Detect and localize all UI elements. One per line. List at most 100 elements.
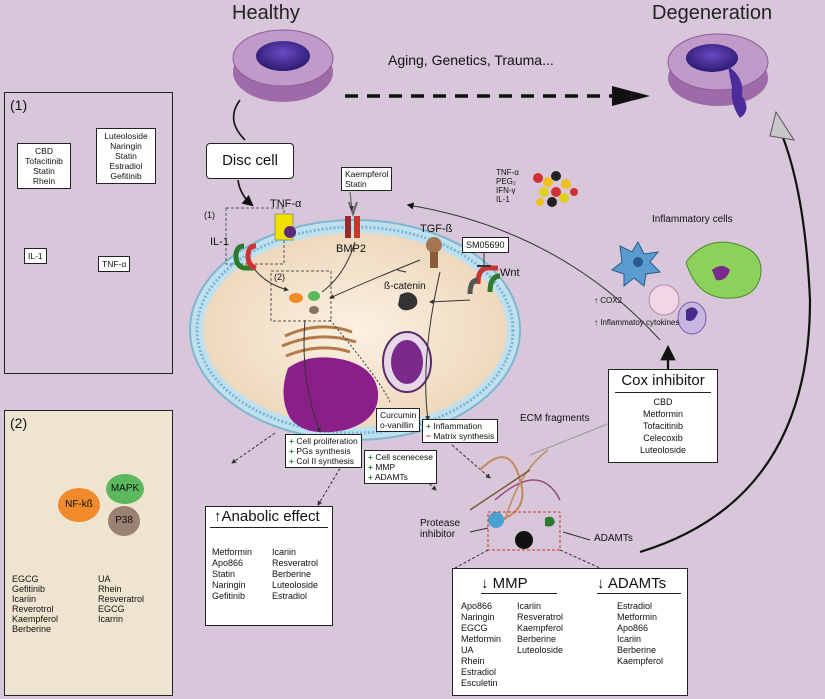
drug-item: Esculetin [461, 678, 498, 688]
effect-item: − Matrix synthesis [426, 431, 495, 441]
cytokine-item: TNF-α [496, 168, 519, 177]
drug-item: Icariin [272, 547, 297, 557]
drug-item: Metformin [617, 612, 658, 622]
cytokine-cluster-icon [533, 171, 578, 207]
cox2-label: ↑ COX2 [594, 296, 623, 305]
tgfb-receptor-icon [426, 237, 442, 268]
drug-item: UA [461, 645, 474, 655]
drug-item: o-vanillin [380, 420, 414, 430]
degenerated-disc-icon [667, 33, 769, 118]
kaempferol-box: Kaempferol Statin [341, 167, 393, 191]
drug-item: Kaempferol [12, 614, 59, 624]
cox-inhibitor-title: Cox inhibitor [615, 370, 711, 393]
drug-item: Rhein [98, 584, 122, 594]
mapk-inhibitor-list: UA Rhein Resveratrol EGCG Icarrin [98, 574, 144, 624]
cox-inhibitor-box: Cox inhibitor CBD Metformin Tofacitinib … [608, 369, 718, 463]
panel-1-label: (1) [10, 97, 28, 113]
mmp-title: ↓ MMP [481, 575, 557, 594]
effect-item: + PGs synthesis [289, 446, 351, 456]
drug-item: Metformin [461, 634, 502, 644]
drug-item: Statin [212, 569, 236, 579]
macrophage-icon [610, 240, 662, 288]
healthy-disc-icon [232, 29, 334, 102]
senescence-box: + Cell scenecese + MMP + ADAMTs [364, 450, 437, 484]
cytokine-list: TNF-α PEG₂ IFN-γ IL-1 [496, 168, 519, 204]
cell-bcatenin-label: ß-catenin [384, 281, 426, 292]
proliferation-box: + Cell proliferation + PGs synthesis + C… [285, 434, 362, 468]
drug-item: Berberine [12, 624, 52, 634]
curcumin-box: Curcumin o-vanillin [376, 408, 421, 432]
drug-item: Celecoxib [643, 433, 683, 443]
drug-item: Estradiol [109, 161, 143, 171]
drug-item: EGCG [98, 604, 125, 614]
p38-node: P38 [108, 506, 140, 536]
drug-item: UA [98, 574, 111, 584]
tnf-label: TNF-α [98, 256, 131, 272]
drug-item: Statin [115, 151, 137, 161]
bcatenin-icon [398, 292, 418, 311]
cytokine-item: IFN-γ [496, 186, 516, 195]
drug-item: Gefitinib [12, 584, 46, 594]
zoom-1-label: (1) [204, 210, 215, 220]
adamts-label: ADAMTs [594, 533, 633, 544]
cell-bmp2-label: BMP2 [336, 243, 366, 255]
anabolic-effect-box: ↑Anabolic effect Metformin Apo866 Statin… [205, 506, 333, 626]
inflam-cytokines-label: ↑ Inflammatoy cytokines [594, 318, 680, 327]
ecm-fragments-label: ECM fragments [520, 413, 590, 424]
drug-item: Estradiol [461, 667, 497, 677]
drug-item: CBD [35, 146, 53, 156]
drug-item: Resveratrol [517, 612, 564, 622]
nfkb-node: NF-kß [58, 488, 100, 522]
disc-cell-label: Disc cell [206, 143, 294, 179]
cell-tgfb-label: TGF-ß [420, 223, 453, 235]
effect-item: + Cell scenecese [368, 452, 433, 462]
panel-2 [4, 410, 173, 696]
drug-item: Resveratrol [272, 558, 319, 568]
return-arrow [639, 129, 812, 554]
drug-item: Tofacitinib [25, 156, 63, 166]
effect-item: + Col II synthesis [289, 456, 354, 466]
il1-label: IL-1 [24, 248, 47, 264]
tnf-inhibitor-list: Luteoloside Naringin Statin Estradiol Ge… [96, 128, 156, 184]
protease-inhibitor-label: Protease inhibitor [420, 518, 461, 540]
drug-item: Naringin [110, 141, 142, 151]
protease-inhibitor-box: ↓ MMP ↓ ADAMTs Apo866 Naringin EGCG Metf… [452, 568, 688, 696]
zoom-2-label: (2) [274, 272, 285, 282]
drug-item: Luteoloside [104, 131, 148, 141]
tnf-receptor-icon [274, 213, 296, 241]
drug-item: Statin [345, 179, 367, 189]
drug-item: Icarrin [98, 614, 124, 624]
mapk-node: MAPK [106, 474, 144, 504]
drug-item: Resveratrol [98, 594, 145, 604]
monocyte-icon [677, 301, 707, 335]
nfkb-inhibitor-list: EGCG Gefitinib Icariin Reverotrol Kaempf… [12, 574, 58, 634]
il1-receptor-icon [233, 243, 257, 271]
inflammation-box: + Inflammation − Matrix synthesis [422, 419, 499, 443]
drug-item: Apo866 [461, 601, 493, 611]
drug-item: Rhein [461, 656, 485, 666]
drug-item: Reverotrol [12, 604, 54, 614]
drug-item: Kaempferol [517, 623, 564, 633]
inflammatory-cells-label: Inflammatory cells [652, 214, 733, 225]
drug-item: Icariin [617, 634, 642, 644]
sm05690-box: SM05690 [462, 237, 509, 253]
drug-item: Kaempferol [617, 656, 664, 666]
drug-item: Naringin [461, 612, 495, 622]
drug-item: Apo866 [212, 558, 244, 568]
il1-inhibitor-list: CBD Tofacitinib Statin Rhein [17, 143, 71, 189]
drug-item: Kaempferol [345, 169, 389, 179]
neutrophil-icon [685, 241, 762, 299]
drug-item: EGCG [12, 574, 39, 584]
drug-item: Berberine [517, 634, 557, 644]
drug-item: Gefitinib [110, 171, 142, 181]
effect-item: + Cell proliferation [289, 436, 358, 446]
ecm-fragments-icon [469, 449, 561, 549]
drug-item: Curcumin [380, 410, 417, 420]
drug-item: Luteoloside [272, 580, 319, 590]
drug-item: Tofacitinib [642, 421, 684, 431]
wnt-receptor-icon [467, 265, 501, 295]
drug-item: Metformin [212, 547, 253, 557]
drug-item: Icariin [517, 601, 542, 611]
lymphocyte-icon [648, 284, 680, 316]
